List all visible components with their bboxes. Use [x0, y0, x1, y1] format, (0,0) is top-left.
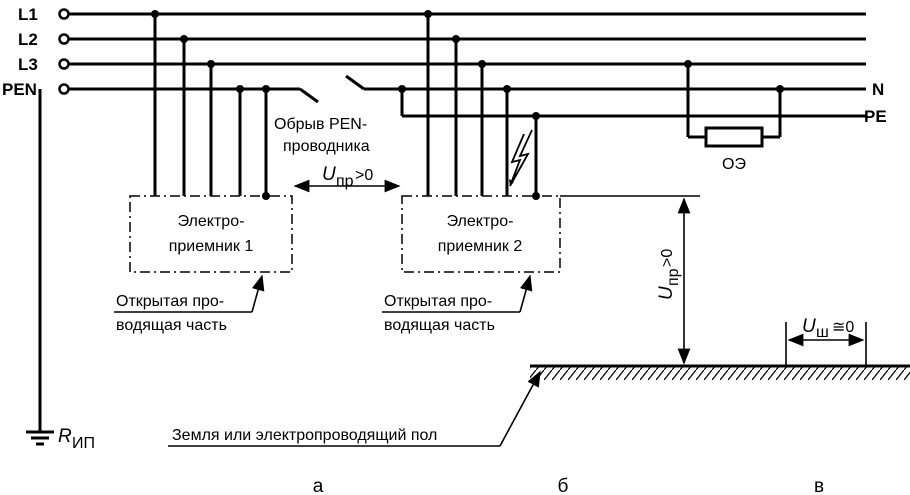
open-part-2-line2: водящая часть	[384, 317, 495, 334]
pen-break-contact	[299, 87, 319, 104]
oe-element: ОЭ	[684, 60, 784, 173]
pen-break-line2: проводника	[283, 138, 370, 155]
n-label: N	[872, 80, 884, 99]
fault-lightning-icon	[509, 129, 533, 187]
l2-label: L2	[18, 30, 38, 49]
open-part-1: Открытая про- водящая часть	[114, 274, 265, 334]
l3-terminal	[58, 58, 70, 70]
receiver-2-taps	[398, 10, 540, 200]
u-sh-approx: ≅0	[832, 319, 854, 336]
l1-terminal	[58, 8, 70, 20]
line-labels-left: L1 L2 L3 PEN	[2, 5, 38, 99]
receiver-1-line1: Электро-	[178, 213, 245, 230]
panel-label-a: а	[313, 476, 324, 495]
ground-surface	[530, 364, 910, 380]
u-sh-subscript: ш	[816, 324, 829, 341]
receiver-2-line1: Электро-	[447, 213, 514, 230]
oe-label: ОЭ	[722, 156, 746, 173]
r-ip-label: R	[58, 426, 72, 447]
open-part-2-line1: Открытая про-	[384, 293, 492, 310]
u-sh-label: U	[802, 316, 816, 337]
u-to-ground-label: U пр >0	[656, 249, 682, 300]
svg-text:>0: >0	[659, 249, 676, 267]
pen-label: PEN	[2, 80, 37, 99]
svg-text:U: U	[656, 286, 677, 300]
receiver-2-line2: приемник 2	[438, 238, 523, 255]
pen-terminal	[58, 83, 70, 95]
receiver-1-line2: приемник 1	[169, 238, 254, 255]
u-pr-gt: >0	[355, 167, 373, 184]
source-grounding: R ИП	[26, 89, 95, 452]
pe-label: PE	[864, 107, 887, 126]
open-part-1-line1: Открытая про-	[116, 293, 224, 310]
r-ip-subscript: ИП	[72, 435, 95, 452]
bus-lines	[64, 12, 866, 118]
ground-label: Земля или электропроводящий пол	[168, 370, 541, 447]
l3-label: L3	[18, 55, 38, 74]
svg-text:пр: пр	[665, 268, 682, 286]
u-pr-subscript: пр	[336, 173, 354, 190]
panel-label-c: в	[814, 476, 824, 495]
terminals	[58, 8, 70, 95]
panel-label-b: б	[558, 476, 569, 495]
u-step: U ш ≅0	[785, 316, 867, 366]
open-part-1-line2: водящая часть	[116, 317, 227, 334]
l2-terminal	[58, 33, 70, 45]
open-part-2: Открытая про- водящая часть	[382, 274, 533, 334]
l1-label: L1	[18, 5, 38, 24]
receiver-1-taps	[151, 10, 270, 200]
receiver-2-box	[401, 195, 561, 273]
pen-break-contact-2	[345, 74, 365, 91]
receiver-1-box	[129, 195, 293, 273]
u-pr-label: U	[322, 164, 336, 185]
ground-text: Земля или электропроводящий пол	[172, 427, 437, 444]
pen-break-line1: Обрыв PEN-	[274, 116, 367, 133]
